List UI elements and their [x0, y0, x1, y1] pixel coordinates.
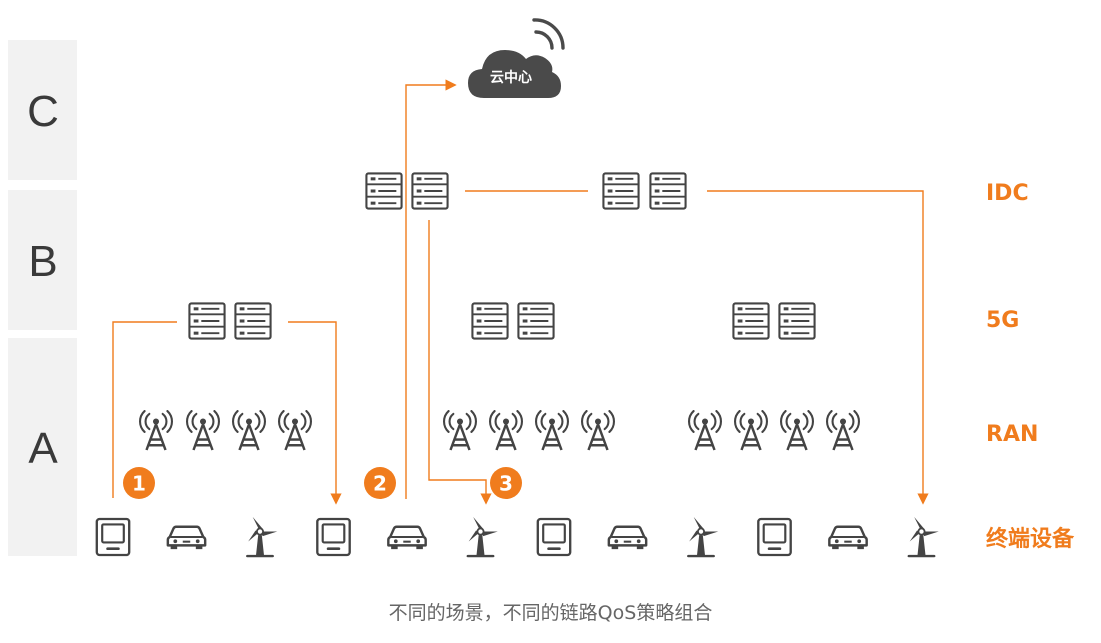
antenna-tower-icon — [687, 410, 723, 452]
antenna-tower-icon — [580, 410, 616, 452]
badges: 1 2 3 — [123, 467, 522, 499]
antenna-tower-icon — [138, 410, 174, 452]
antenna-tower-icon — [825, 410, 861, 452]
antenna-tower-icon — [733, 410, 769, 452]
server-rack-icon — [778, 302, 816, 340]
badge-1: 1 — [123, 467, 155, 499]
link-car-to-cloud — [405, 79, 457, 499]
server-rack-icon — [234, 302, 272, 340]
layer-label-5g: 5G — [986, 308, 1019, 333]
cloud-icon — [468, 18, 565, 98]
server-rack-icon — [602, 172, 640, 210]
tier-panels: C B A — [8, 40, 77, 556]
layer-label-terminal-devices: 终端设备 — [986, 526, 1075, 552]
antenna-tower-icon — [185, 410, 221, 452]
terminal-icon — [315, 517, 352, 557]
cloud-label: 云中心 — [490, 69, 532, 86]
badge-2-label: 2 — [373, 472, 387, 496]
windmill-icon — [907, 516, 940, 558]
antenna-tower-icon — [488, 410, 524, 452]
5g-servers — [188, 302, 816, 340]
link-idc-to-windmill — [428, 220, 492, 505]
tier-letter-c: C — [27, 87, 59, 136]
layer-label-idc: IDC — [986, 181, 1029, 206]
antenna-tower-icon — [277, 410, 313, 452]
server-rack-icon — [471, 302, 509, 340]
tier-panel-b — [8, 190, 77, 330]
layer-labels: IDC 5G RAN 终端设备 — [986, 181, 1075, 552]
car-icon — [607, 525, 648, 551]
diagram-caption: 不同的场景，不同的链路QoS策略组合 — [388, 602, 713, 624]
link-5g-to-terminal-4 — [288, 321, 342, 505]
link-idc-right-to-windmill — [707, 190, 929, 505]
server-rack-icon — [411, 172, 449, 210]
badge-2: 2 — [364, 467, 396, 499]
windmill-icon — [466, 516, 499, 558]
links — [112, 79, 929, 505]
link-5g-to-terminal-1 — [112, 321, 177, 498]
tier-panel-c — [8, 40, 77, 180]
badge-3: 3 — [490, 467, 522, 499]
server-rack-icon — [517, 302, 555, 340]
car-icon — [387, 525, 427, 551]
tier-panel-a — [8, 338, 77, 556]
windmill-icon — [687, 516, 720, 558]
terminal-icon — [95, 517, 131, 557]
server-rack-icon — [649, 172, 687, 210]
badge-3-label: 3 — [499, 472, 513, 496]
antenna-tower-icon — [442, 410, 478, 452]
server-rack-icon — [365, 172, 403, 210]
car-icon — [828, 525, 868, 551]
ran-towers — [138, 410, 861, 452]
car-icon — [166, 525, 207, 551]
layer-label-ran: RAN — [986, 422, 1038, 447]
server-rack-icon — [732, 302, 770, 340]
terminal-devices — [95, 516, 940, 558]
server-rack-icon — [188, 302, 226, 340]
windmill-icon — [246, 516, 279, 558]
tier-letter-a: A — [28, 424, 58, 473]
terminal-icon — [536, 517, 572, 557]
terminal-icon — [756, 517, 793, 557]
antenna-tower-icon — [779, 410, 815, 452]
network-diagram: C B A 云中心 — [8, 18, 1075, 558]
antenna-tower-icon — [231, 410, 267, 452]
wifi-signal-icon — [532, 18, 565, 50]
antenna-tower-icon — [534, 410, 570, 452]
badge-1-label: 1 — [132, 472, 146, 496]
tier-letter-b: B — [28, 237, 57, 286]
cloud-center: 云中心 — [468, 18, 565, 98]
